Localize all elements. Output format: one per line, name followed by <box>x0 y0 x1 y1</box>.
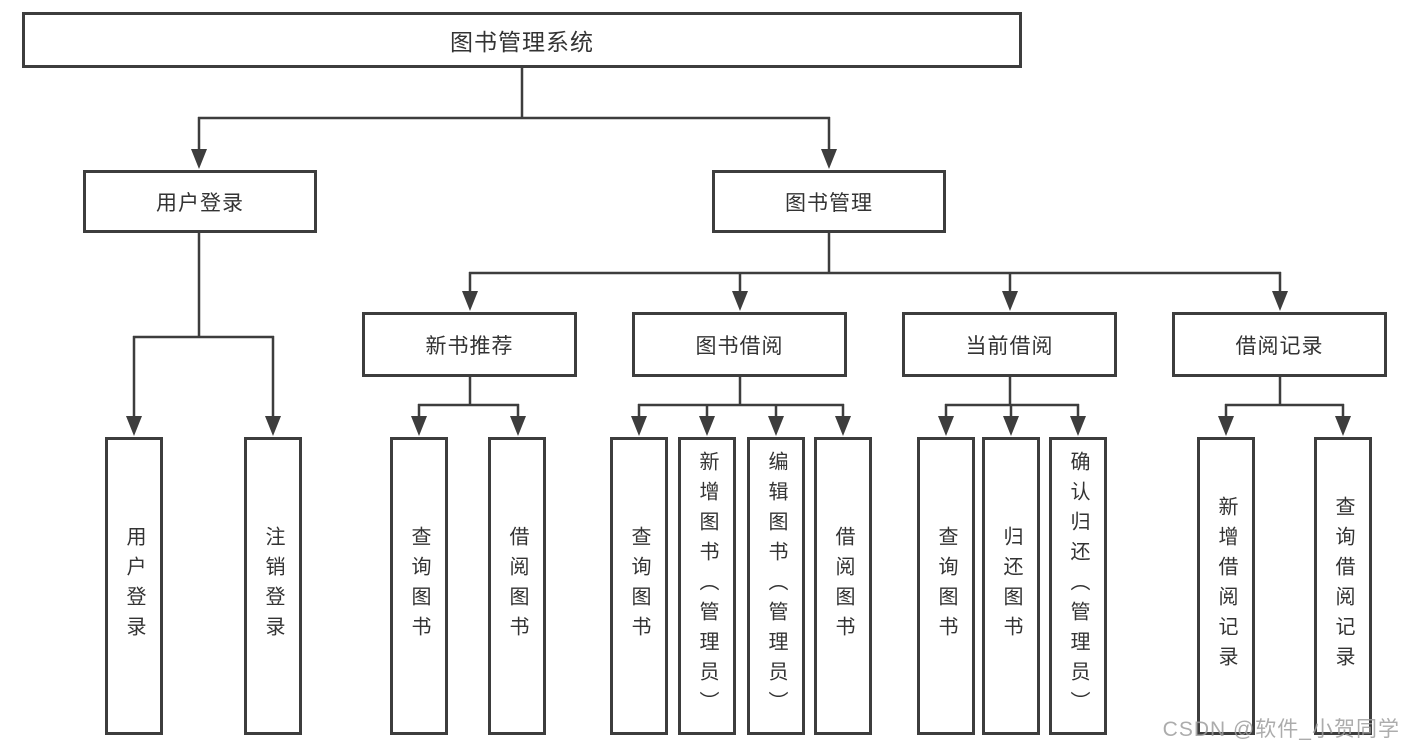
leaf-add-borrow-record-label: 新增借阅记录 <box>1215 496 1237 676</box>
leaf-logout: 注销登录 <box>244 437 302 735</box>
leaf-query-book: 查询图书 <box>917 437 975 735</box>
connector-user-login-to-leaves <box>126 233 281 436</box>
node-user-login-label: 用户登录 <box>156 191 244 215</box>
leaf-add-book-admin-label: 新增图书（管理员） <box>696 451 718 721</box>
leaf-query-borrow-record: 查询借阅记录 <box>1314 437 1372 735</box>
node-root-label: 图书管理系统 <box>450 29 594 55</box>
leaf-edit-book-admin-label: 编辑图书（管理员） <box>765 451 787 721</box>
node-new-book-recommend: 新书推荐 <box>362 312 577 377</box>
node-book-management: 图书管理 <box>712 170 946 233</box>
leaf-query-book-label: 查询图书 <box>408 526 430 646</box>
node-borrow-record: 借阅记录 <box>1172 312 1387 377</box>
leaf-logout-label: 注销登录 <box>262 526 284 646</box>
leaf-query-borrow-record-label: 查询借阅记录 <box>1332 496 1354 676</box>
leaf-user-login: 用户登录 <box>105 437 163 735</box>
leaf-borrow-book-label: 借阅图书 <box>506 526 528 646</box>
leaf-borrow-book-label: 借阅图书 <box>832 526 854 646</box>
leaf-query-book-label: 查询图书 <box>935 526 957 646</box>
connector-current-borrow-to-leaves <box>938 377 1086 436</box>
connector-book-management-to-level3 <box>462 233 1288 311</box>
leaf-borrow-book: 借阅图书 <box>814 437 872 735</box>
connector-book-borrow-to-leaves <box>631 377 851 436</box>
leaf-edit-book-admin: 编辑图书（管理员） <box>747 437 805 735</box>
node-new-book-recommend-label: 新书推荐 <box>425 334 514 358</box>
leaf-add-borrow-record: 新增借阅记录 <box>1197 437 1255 735</box>
connector-root-to-level2 <box>191 68 837 169</box>
leaf-return-book-label: 归还图书 <box>1000 526 1022 646</box>
node-book-borrow-label: 图书借阅 <box>695 334 784 358</box>
node-user-login: 用户登录 <box>83 170 317 233</box>
watermark: CSDN @软件_小贺同学 <box>1162 718 1400 741</box>
leaf-add-book-admin: 新增图书（管理员） <box>678 437 736 735</box>
leaf-confirm-return-admin-label: 确认归还（管理员） <box>1067 451 1089 721</box>
leaf-borrow-book: 借阅图书 <box>488 437 546 735</box>
connector-new-book-recommend-to-leaves <box>411 377 526 436</box>
leaf-user-login-label: 用户登录 <box>123 526 145 646</box>
node-current-borrow: 当前借阅 <box>902 312 1117 377</box>
leaf-query-book: 查询图书 <box>610 437 668 735</box>
leaf-return-book: 归还图书 <box>982 437 1040 735</box>
node-book-borrow: 图书借阅 <box>632 312 847 377</box>
node-borrow-record-label: 借阅记录 <box>1235 334 1324 358</box>
leaf-query-book-label: 查询图书 <box>628 526 650 646</box>
leaf-confirm-return-admin: 确认归还（管理员） <box>1049 437 1107 735</box>
node-book-management-label: 图书管理 <box>785 191 873 215</box>
leaf-query-book: 查询图书 <box>390 437 448 735</box>
connector-borrow-record-to-leaves <box>1218 377 1351 436</box>
node-root: 图书管理系统 <box>22 12 1022 68</box>
node-current-borrow-label: 当前借阅 <box>965 334 1054 358</box>
